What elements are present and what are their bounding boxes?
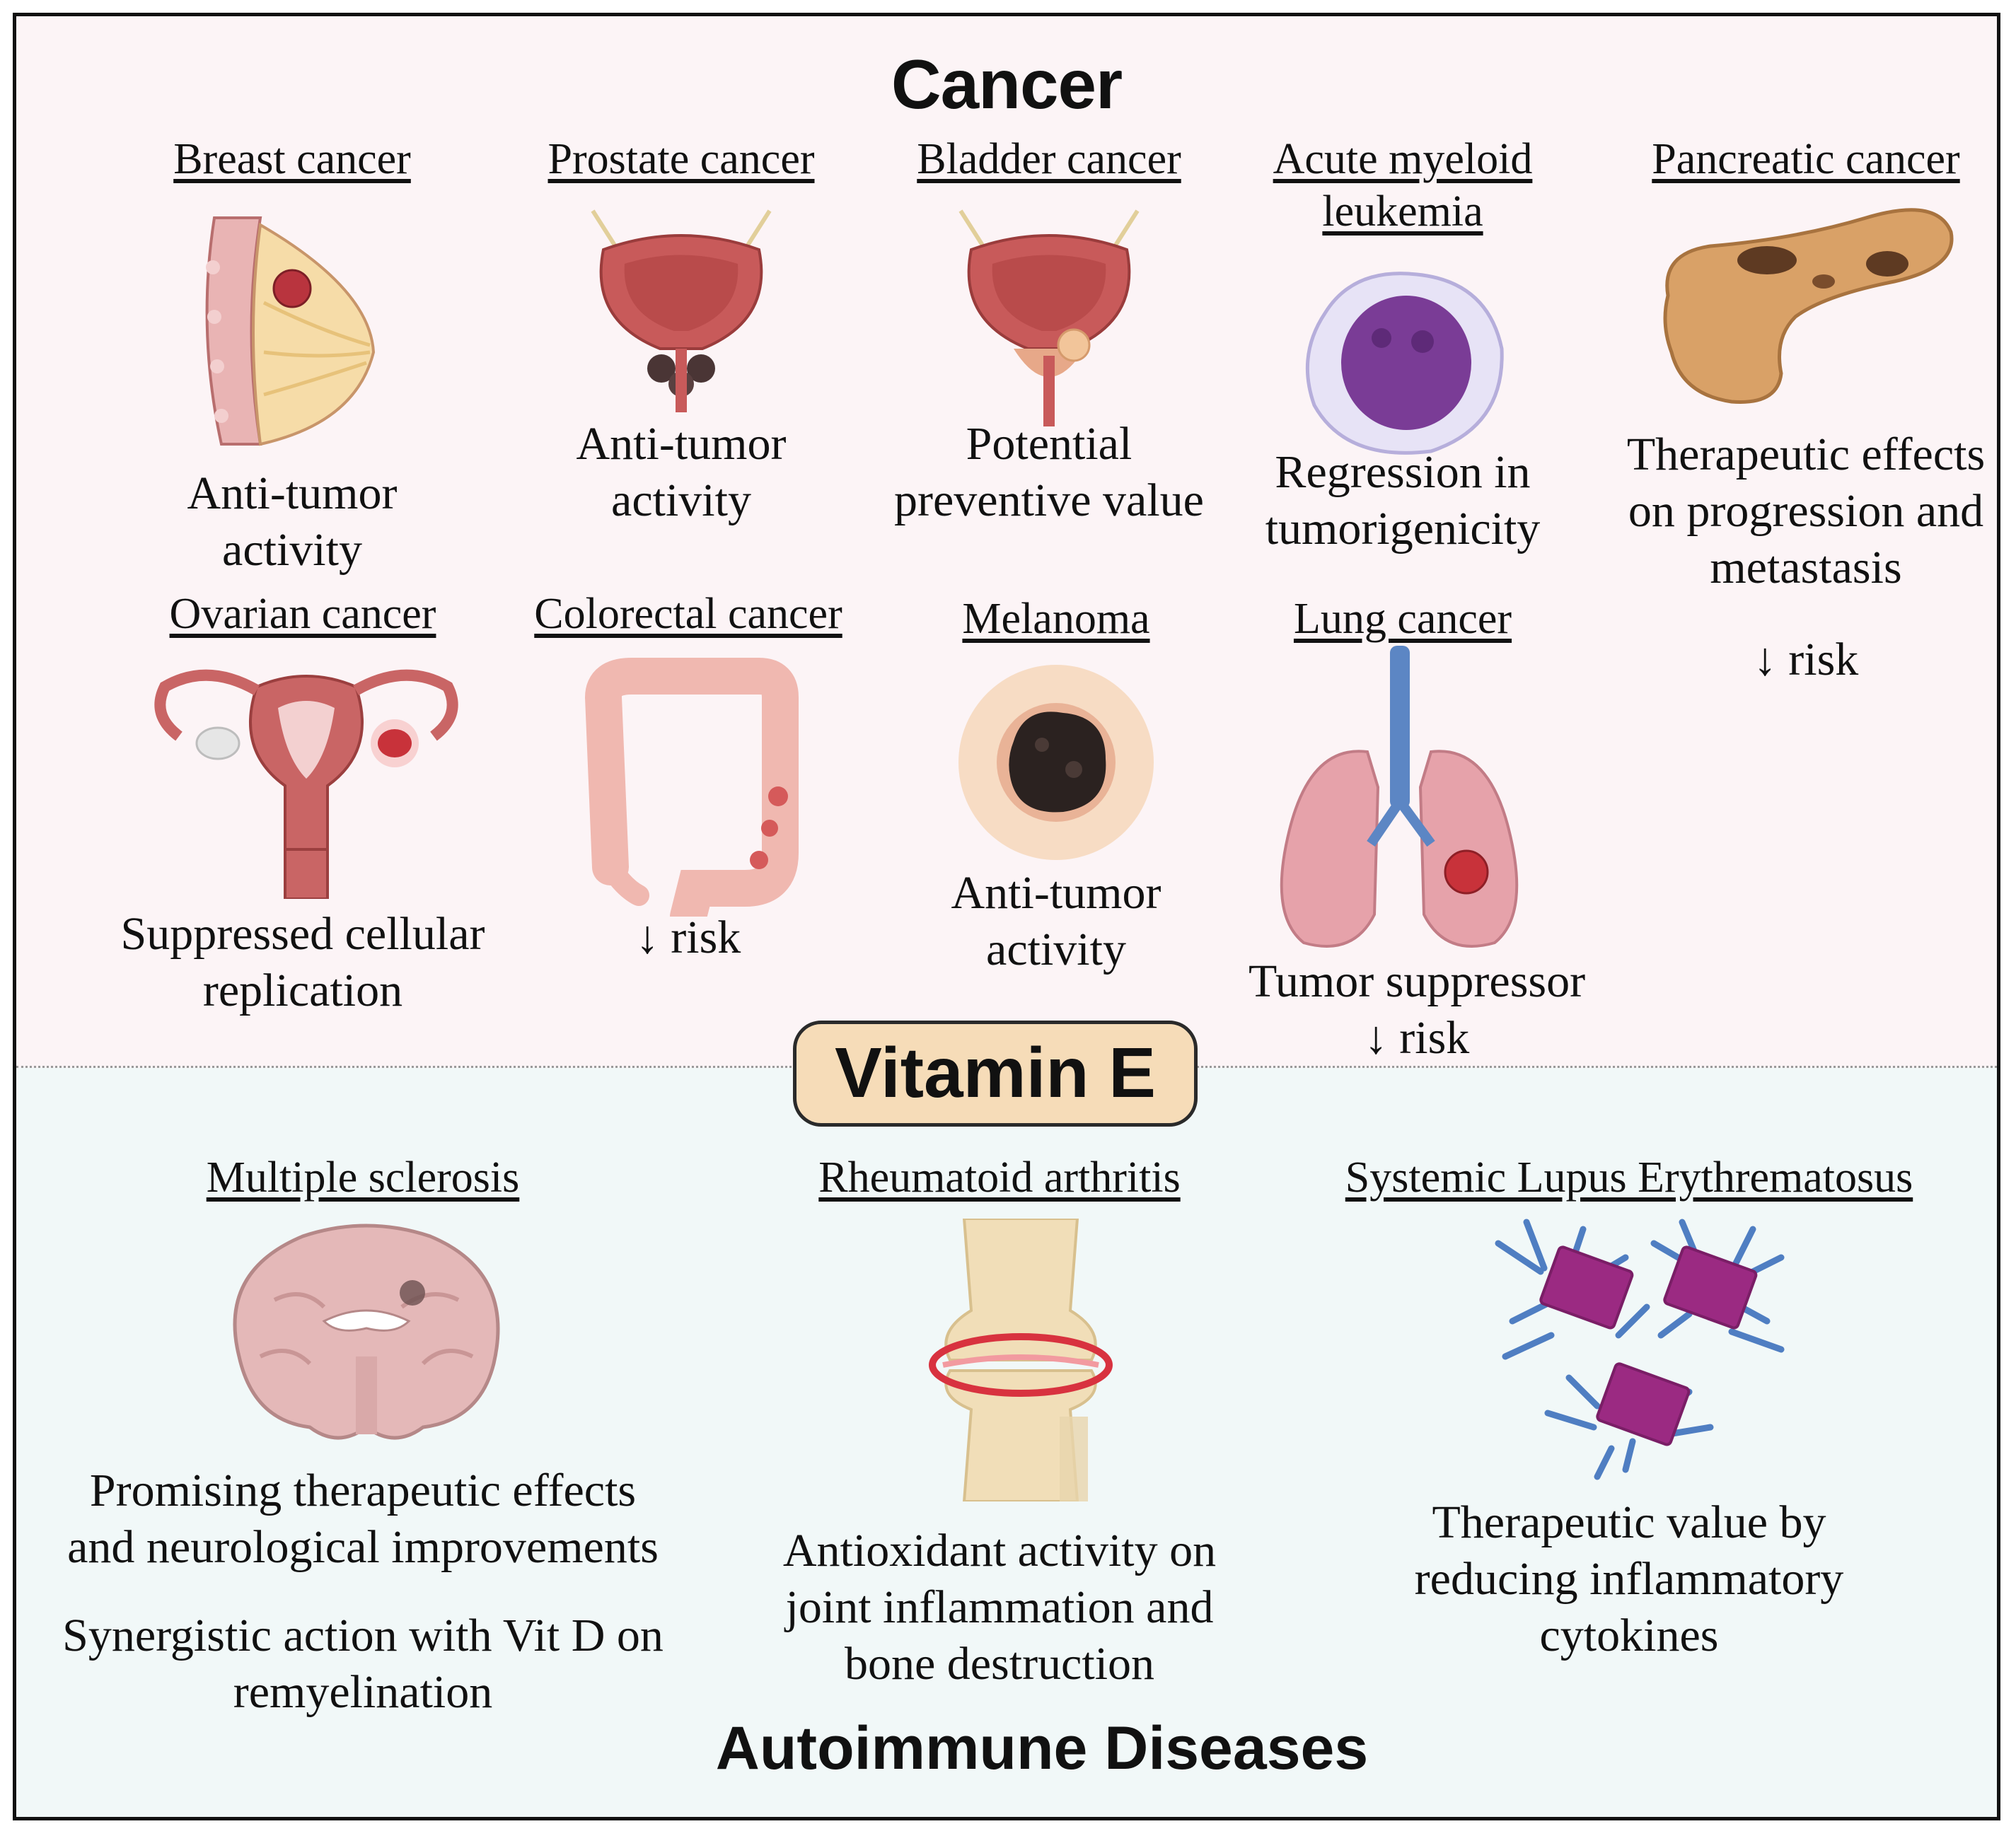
prostate-illustration (591, 209, 772, 412)
item-name: Multiple sclerosis (206, 1154, 520, 1202)
pancreas-illustration (1663, 208, 1954, 404)
item-name: Acute myeloid leukemia (1273, 135, 1533, 236)
item-desc: Anti-tumor activity (187, 467, 398, 576)
item-systemic-lupus-erythrematosus: Systemic Lupus Erythrematosus Therapeuti… (1318, 1151, 1940, 1661)
item-rheumatoid-arthritis: Rheumatoid arthritis Antioxidant activit… (766, 1151, 1233, 1690)
item-desc: Regression in tumorigenicity (1265, 446, 1541, 554)
breast-illustration (205, 216, 376, 446)
item-lung-cancer: Lung cancer Tumor suppressor ↓ risk (1219, 593, 1615, 1064)
item-name: Melanoma (962, 595, 1150, 643)
item-desc: Potential preventive value (894, 418, 1204, 526)
bladder-illustration (958, 209, 1140, 426)
item-multiple-sclerosis: Multiple sclerosis Promising therapeutic… (37, 1151, 688, 1718)
item-bladder-cancer: Bladder cancer Potential preventive valu… (865, 133, 1233, 526)
item-desc: Anti-tumor activity (576, 418, 787, 526)
item-melanoma: Melanoma Anti-tumor activity (886, 593, 1226, 975)
item-extra: ↓ risk (1753, 634, 1859, 685)
item-desc: Therapeutic effects on progression and m… (1626, 429, 1986, 593)
leukemia-cell-illustration (1305, 272, 1504, 455)
cancer-title: Cancer (891, 45, 1123, 123)
item-name: Bladder cancer (917, 135, 1181, 183)
item-name: Lung cancer (1293, 595, 1512, 643)
melanoma-illustration (958, 665, 1154, 860)
item-name: Breast cancer (173, 135, 411, 183)
autoimmune-title: Autoimmune Diseases (715, 1714, 1369, 1782)
item-desc: ↓ risk (635, 912, 741, 963)
item-prostate-cancer: Prostate cancer Anti-tumor activity (526, 133, 837, 526)
item-desc: Antioxidant activity on joint inflammati… (782, 1525, 1217, 1690)
item-name: Rheumatoid arthritis (818, 1154, 1181, 1202)
item-extra: Synergistic action with Vit D on remyeli… (62, 1610, 664, 1718)
item-name: Pancreatic cancer (1652, 135, 1960, 183)
item-desc: Therapeutic value by reducing inflammato… (1414, 1497, 1844, 1661)
brain-illustration (233, 1224, 500, 1440)
item-desc: Tumor suppressor ↓ risk (1248, 955, 1586, 1064)
item-ovarian-cancer: Ovarian cancer Suppressed cellular repli… (108, 588, 497, 1016)
ovary-uterus-illustration (154, 669, 458, 899)
joint-illustration (929, 1219, 1113, 1501)
immune-complex-illustration (1495, 1219, 1785, 1480)
item-pancreatic-cancer: Pancreatic cancer Therapeutic effects on… (1608, 133, 1997, 685)
vitamin-e-label: Vitamin E (793, 1021, 1198, 1127)
item-desc: Suppressed cellular replication (120, 908, 485, 1016)
item-name: Prostate cancer (548, 135, 815, 183)
item-desc: Promising therapeutic effects and neurol… (67, 1465, 659, 1573)
figure-frame: Cancer Breast cancer Anti-tumor activity… (13, 13, 2000, 1820)
lung-illustration (1280, 646, 1519, 948)
item-name: Systemic Lupus Erythrematosus (1345, 1154, 1913, 1202)
colon-illustration (584, 658, 799, 917)
item-breast-cancer: Breast cancer Anti-tumor activity (144, 133, 441, 576)
cancer-panel (16, 16, 1997, 1068)
item-name: Ovarian cancer (169, 590, 436, 638)
item-colorectal-cancer: Colorectal cancer ↓ risk (511, 588, 865, 963)
item-desc: Anti-tumor activity (951, 867, 1161, 975)
item-acute-myeloid-leukemia: Acute myeloid leukemia Regression in tum… (1233, 133, 1572, 554)
item-name: Colorectal cancer (534, 590, 842, 638)
